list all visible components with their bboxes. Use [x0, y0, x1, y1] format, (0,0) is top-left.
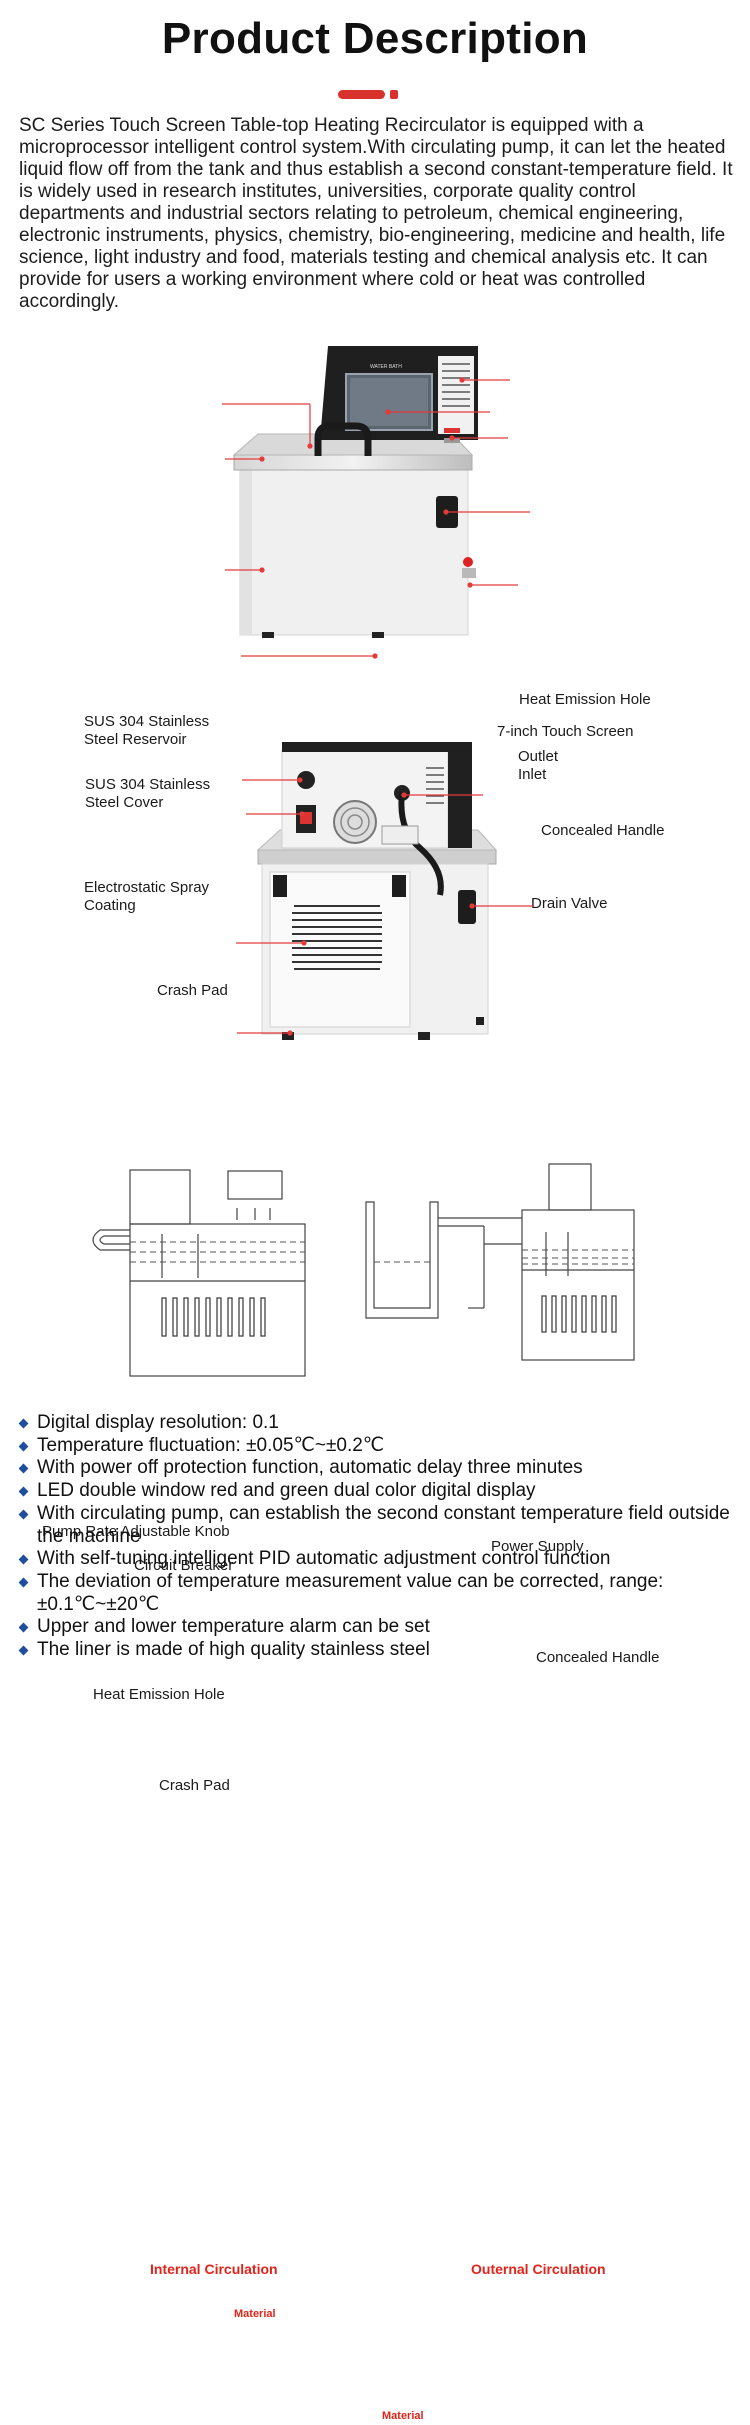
intro-paragraph: SC Series Touch Screen Table-top Heating… — [19, 115, 733, 312]
diamond-bullet-icon — [18, 1645, 29, 1656]
rear-view-illustration — [236, 742, 534, 1040]
label-spray-coating: Electrostatic Spray Coating — [84, 879, 210, 914]
list-item: With circulating pump, can establish the… — [18, 1503, 738, 1548]
diamond-bullet-icon — [18, 1577, 29, 1588]
material-label-internal: Material — [234, 2308, 276, 2320]
diamond-bullet-icon — [18, 1554, 29, 1565]
label-concealed-handle-rear: Concealed Handle — [536, 1649, 660, 1666]
title-underline — [338, 90, 398, 99]
label-heat-emission-hole: Heat Emission Hole — [519, 691, 651, 708]
front-view-illustration: WATER BATH — [222, 346, 530, 659]
diamond-bullet-icon — [18, 1622, 29, 1633]
label-heat-emission-hole-rear: Heat Emission Hole — [93, 1686, 225, 1703]
list-item: Digital display resolution: 0.1 — [18, 1412, 738, 1435]
diamond-bullet-icon — [18, 1441, 29, 1452]
list-item: The deviation of temperature measurement… — [18, 1571, 738, 1616]
list-item: Temperature fluctuation: ±0.05℃~±0.2℃ — [18, 1435, 738, 1458]
label-outlet-inlet: Outlet Inlet — [518, 748, 559, 783]
label-pump-rate-knob: Pump Rate Adjustable Knob — [42, 1523, 230, 1540]
list-item: Upper and lower temperature alarm can be… — [18, 1616, 738, 1639]
label-steel-reservoir: SUS 304 Stainless Steel Reservoir — [84, 713, 210, 748]
diamond-bullet-icon — [18, 1418, 29, 1429]
diamond-bullet-icon — [18, 1463, 29, 1474]
screen-badge: WATER BATH — [370, 364, 402, 370]
label-touch-screen: 7-inch Touch Screen — [497, 723, 634, 740]
label-crash-pad-rear: Crash Pad — [159, 1777, 230, 1794]
internal-circulation-title: Internal Circulation — [150, 2261, 278, 2277]
label-circuit-breaker: Circuit Breaker — [134, 1557, 234, 1574]
list-item: The liner is made of high quality stainl… — [18, 1639, 738, 1662]
diamond-bullet-icon — [18, 1509, 29, 1520]
rear-view-figure: Pump Rate Adjustable Knob Circuit Breake… — [0, 735, 750, 1794]
diamond-bullet-icon — [18, 1486, 29, 1497]
label-steel-cover: SUS 304 Stainless Steel Cover — [85, 776, 211, 811]
page-title: Product Description — [161, 14, 589, 63]
label-crash-pad: Crash Pad — [157, 982, 228, 999]
label-power-supply: Power Supply — [491, 1538, 584, 1555]
material-label-external: Material — [382, 2410, 424, 2422]
list-item: With self-tuning intelligent PID automat… — [18, 1548, 738, 1571]
label-drain-valve: Drain Valve — [531, 895, 608, 912]
label-concealed-handle: Concealed Handle — [541, 822, 665, 839]
feature-list: Digital display resolution: 0.1 Temperat… — [18, 1412, 738, 1662]
circulation-diagram: Internal Circulation Outernal Circulatio… — [0, 1125, 750, 2422]
circulation-schematic — [92, 1163, 635, 1377]
front-view-figure: WATER BATH SUS 304 Stainless Steel Reser… — [0, 318, 750, 999]
list-item: With power off protection function, auto… — [18, 1457, 738, 1480]
external-circulation-title: Outernal Circulation — [471, 2261, 606, 2277]
list-item: LED double window red and green dual col… — [18, 1480, 738, 1503]
